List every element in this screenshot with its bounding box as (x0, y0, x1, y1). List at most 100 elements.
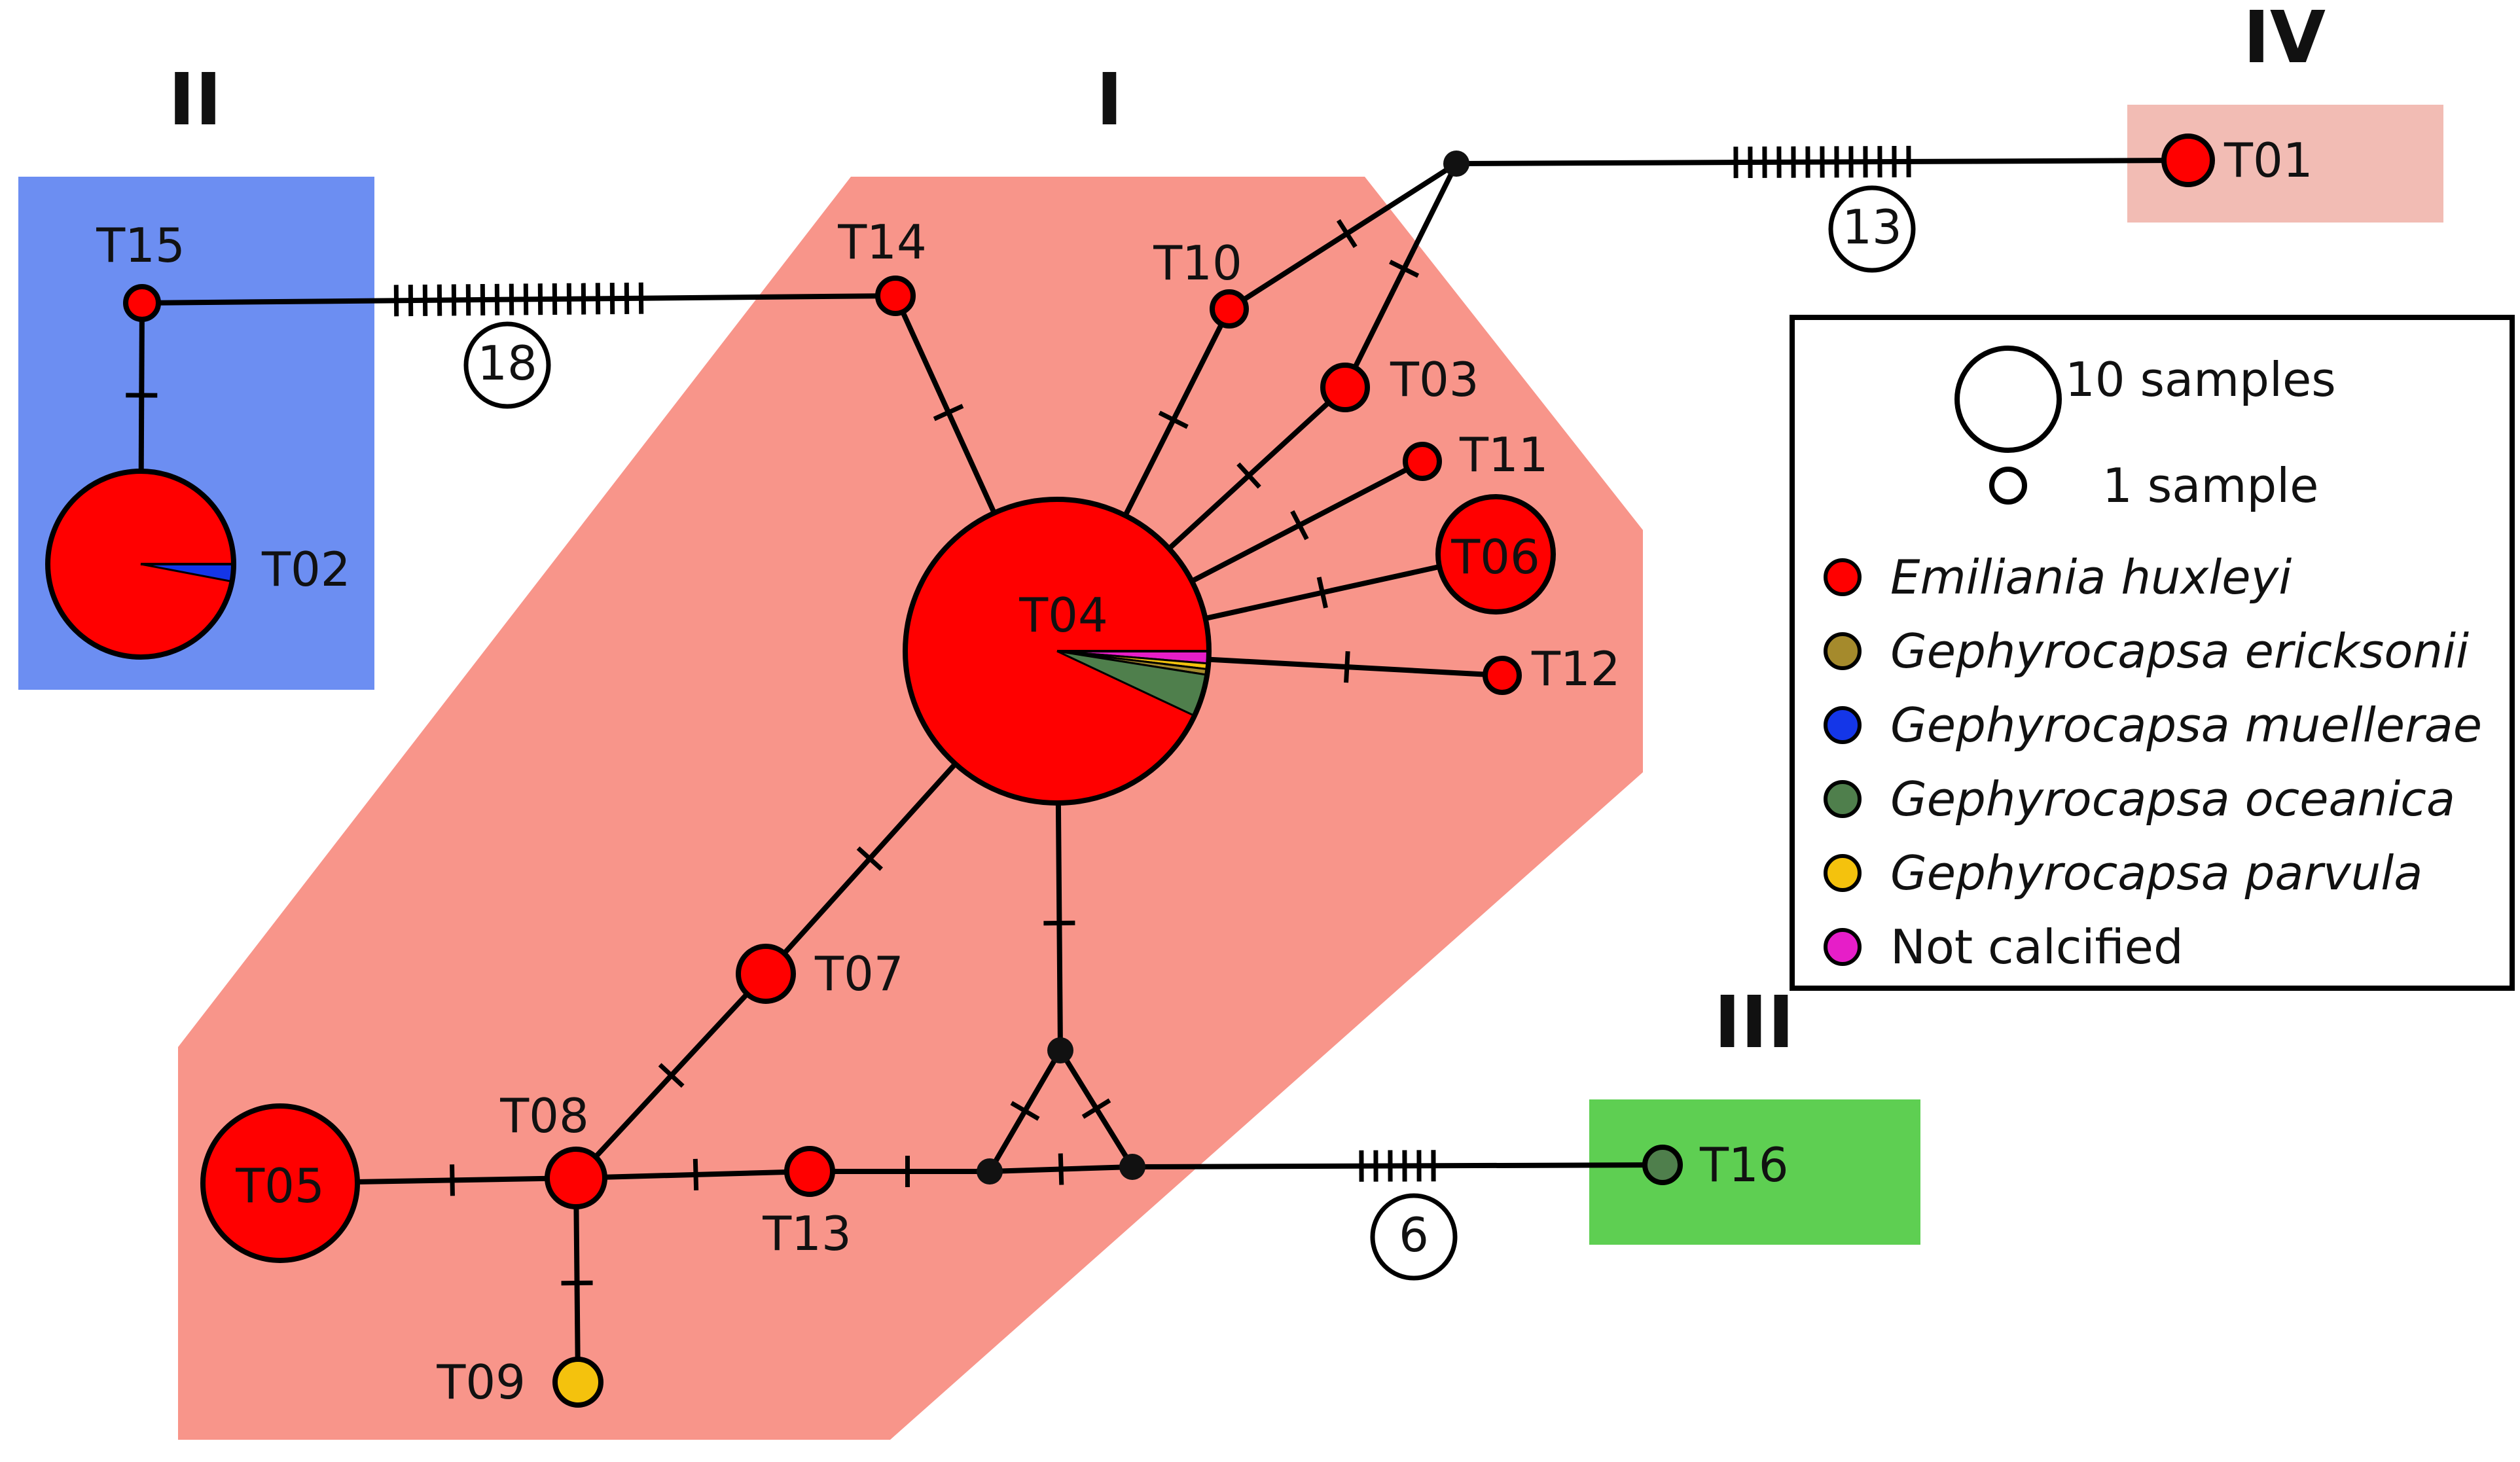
legend-box (1790, 315, 2515, 991)
legend-swatch (1824, 706, 1862, 744)
legend-size-circle (1954, 346, 2062, 453)
haplotype-label-T04: T04 (1018, 588, 1108, 643)
haplotype-node-T14[interactable] (875, 276, 916, 316)
mutation-tick (1058, 1153, 1064, 1185)
haplotype-node-T02[interactable] (45, 469, 236, 660)
haplotype-node-T04[interactable] (903, 497, 1212, 806)
pie-base (1645, 1147, 1680, 1183)
haplotype-label-T12: T12 (1531, 641, 1621, 696)
haplotype-node-T10[interactable] (1210, 289, 1249, 329)
mutation-count-circle (1370, 1193, 1458, 1281)
link-mv1-T03 (1342, 162, 1459, 389)
haplotype-label-T15: T15 (96, 218, 185, 273)
legend-size-circle (1989, 467, 2027, 505)
haplotype-node-T09[interactable] (552, 1357, 603, 1408)
pie-outline (784, 1146, 835, 1197)
haplotype-node-T01[interactable] (2161, 134, 2215, 187)
pie-outline (2161, 134, 2215, 187)
cluster-label-II: II (168, 58, 222, 141)
legend-species-label: Gephyrocapsa parvula (1890, 846, 2422, 900)
haplotype-node-T15[interactable] (123, 284, 161, 322)
mutation-tick (1010, 1101, 1040, 1121)
mutation-count-label: 18 (477, 336, 537, 391)
median-vector-mv4 (1119, 1154, 1145, 1180)
haplotype-node-T16[interactable] (1642, 1145, 1683, 1185)
haplotype-label-T05: T05 (235, 1158, 325, 1213)
link-T08-T13 (575, 1169, 810, 1181)
mutation-count-label: 6 (1399, 1207, 1429, 1262)
cluster-region-I (178, 177, 1643, 1440)
haplotype-label-T08: T08 (499, 1088, 589, 1143)
mutation-tick (658, 1063, 685, 1088)
link-T15-T14 (141, 293, 896, 306)
pie-outline (123, 284, 161, 322)
haplotype-node-T12[interactable] (1483, 656, 1522, 695)
legend-swatch (1824, 558, 1862, 596)
pie-outline (1403, 442, 1442, 481)
mutation-count-circle (1828, 185, 1916, 273)
pie-outline (45, 469, 236, 660)
cluster-label-III: III (1714, 980, 1795, 1064)
legend-species-label: Gephyrocapsa ericksonii (1890, 624, 2469, 679)
mutation-tick (1158, 410, 1189, 429)
link-mv4-T16 (1132, 1162, 1663, 1169)
mutation-tick (1316, 577, 1328, 609)
haplotype-label-T11: T11 (1459, 427, 1549, 482)
mutation-tick (1344, 651, 1350, 683)
mutation-tick (1081, 1098, 1111, 1119)
haplotype-label-T06: T06 (1450, 529, 1540, 584)
legend-species-label: Not calcified (1890, 919, 2184, 974)
pie-base (547, 1149, 605, 1207)
pie-outline (200, 1103, 360, 1263)
mutation-tick (933, 404, 964, 421)
legend-swatch (1824, 928, 1862, 966)
legend-species-label: Gephyrocapsa muellerae (1890, 698, 2482, 753)
haplotype-label-T10: T10 (1153, 236, 1242, 291)
link-T08-T09 (573, 1177, 581, 1383)
haplotype-node-T08[interactable] (545, 1147, 607, 1209)
cluster-label-I: I (1096, 58, 1123, 141)
haplotype-node-T13[interactable] (784, 1146, 835, 1197)
haplotype-label-T01: T01 (2223, 133, 2313, 188)
haplotype-node-T03[interactable] (1320, 363, 1370, 412)
pie-outline (1642, 1145, 1683, 1185)
haplotype-label-T13: T13 (762, 1206, 852, 1261)
pie-outline (1320, 363, 1370, 412)
legend-size-label: 1 sample (2102, 458, 2318, 513)
haplotype-node-T06[interactable] (1435, 494, 1556, 615)
pie-outline (1210, 289, 1249, 329)
pie-outline (1483, 656, 1522, 695)
pie-base (787, 1149, 833, 1194)
pie-base (738, 946, 793, 1001)
legend-size-label: 10 samples (2065, 352, 2336, 407)
pie-outline (552, 1357, 603, 1408)
pie-base (1323, 365, 1367, 410)
cluster-label-IV: IV (2243, 0, 2326, 79)
mutation-tick (856, 846, 884, 871)
haplotype-node-T05[interactable] (200, 1103, 360, 1263)
mutation-tick (1290, 510, 1309, 541)
pie-outline (545, 1147, 607, 1209)
pie-outline (736, 944, 796, 1004)
mutation-count-label: 13 (1842, 200, 1902, 255)
haplotype-node-T07[interactable] (736, 944, 796, 1004)
pie-base (203, 1106, 357, 1260)
legend-swatch (1824, 854, 1862, 892)
haplotype-label-T16: T16 (1699, 1137, 1789, 1192)
pie-base (1405, 444, 1439, 478)
haplotype-label-T14: T14 (837, 215, 927, 270)
pie-base (555, 1359, 601, 1405)
haplotype-node-T11[interactable] (1403, 442, 1442, 481)
haplotype-label-T02: T02 (261, 542, 351, 597)
mutation-count-circle (463, 321, 551, 409)
pie-base (1485, 658, 1519, 692)
pie-base (2164, 136, 2212, 185)
pie-outline (903, 497, 1212, 806)
link-mv1-T10 (1227, 161, 1458, 312)
mutation-tick (450, 1164, 455, 1196)
mutation-tick (1336, 219, 1358, 249)
haplotype-label-T03: T03 (1390, 352, 1479, 407)
pie-base (1212, 292, 1246, 326)
legend-species-label: Emiliania huxleyi (1890, 550, 2292, 605)
